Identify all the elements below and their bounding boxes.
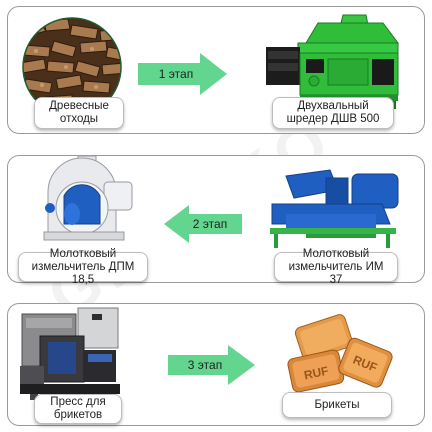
wood-waste-label-line1: Древесные <box>49 100 109 112</box>
shredder-label: Двухвальный шредер ДШВ 500 <box>272 97 394 129</box>
briquettes-label-line1: Брикеты <box>314 398 360 411</box>
hammer-mill-im-label-line2: измельчитель ИМ 37 <box>288 260 384 286</box>
hammer-mill-dpm-label-line2: измельчитель ДПМ 18,5 <box>31 260 135 286</box>
stage-1-arrow: 1 этап <box>138 52 228 96</box>
briquette-press-label-line2: брикетов <box>53 409 103 421</box>
briquette-press-image <box>20 307 120 400</box>
shredder-label-line1: Двухвальный <box>297 100 369 112</box>
right-arrow-icon <box>138 53 227 95</box>
shredder-label-line2: шредер ДШВ 500 <box>286 113 380 125</box>
wood-waste-label-line2: отходы <box>59 113 99 125</box>
briquette-front-brand: RUF <box>303 364 330 383</box>
briquette-press-label-line1: Пресс для <box>50 396 106 408</box>
stage-2-arrow-label: 2 этап <box>192 217 228 231</box>
hammer-mill-im-label-line1: Молотковый <box>302 247 370 260</box>
wood-waste-label: Древесные отходы <box>34 97 124 129</box>
hammer-mill-im-label: Молотковый измельчитель ИМ 37 <box>274 248 398 286</box>
hammer-mill-dpm-image <box>43 156 133 241</box>
stage-3-arrow: 3 этап <box>168 344 256 386</box>
left-arrow-icon <box>164 205 242 243</box>
stage-3-arrow-label: 3 этап <box>187 358 223 372</box>
stage-2-arrow: 2 этап <box>163 204 243 244</box>
stage-2-panel: Молотковый измельчитель ДПМ 18,5 2 этап … <box>7 155 425 286</box>
stage-1-panel: Древесные отходы 1 этап Двухвальный шред… <box>7 6 425 134</box>
briquettes-image: RUF RUF <box>287 314 393 393</box>
briquette-press-label: Пресс для брикетов <box>34 394 122 424</box>
hammer-mill-im-image <box>270 169 399 248</box>
stage-1-arrow-label: 1 этап <box>158 67 194 81</box>
stage-3-panel: Пресс для брикетов 3 этап RUF RUF Брикет… <box>7 303 425 426</box>
briquettes-label: Брикеты <box>282 392 392 418</box>
hammer-mill-dpm-label-line1: Молотковый <box>49 247 117 260</box>
right-arrow-icon <box>168 345 255 385</box>
hammer-mill-dpm-label: Молотковый измельчитель ДПМ 18,5 <box>18 248 148 286</box>
